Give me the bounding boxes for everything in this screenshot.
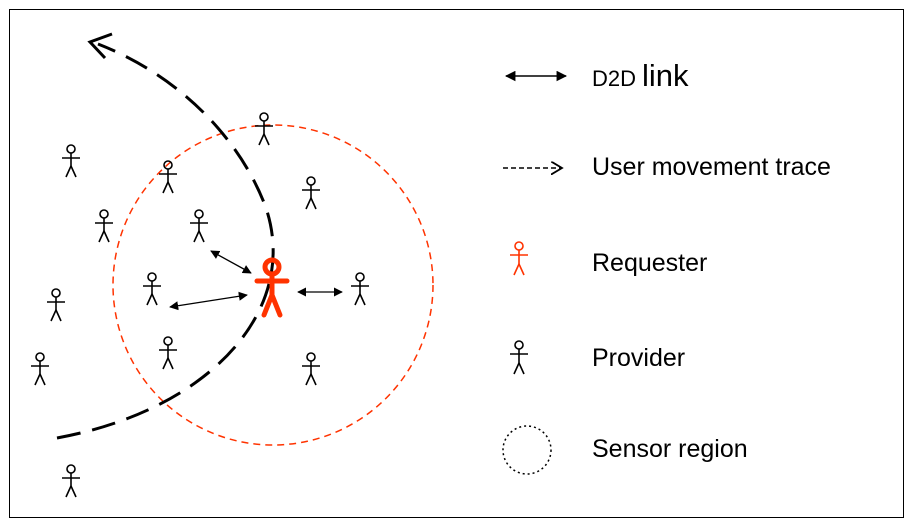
legend-requester-label: Requester: [592, 249, 708, 277]
provider-figure: [159, 336, 177, 370]
provider-figure: [351, 272, 369, 306]
requester-figure: [254, 257, 290, 318]
provider-figure: [302, 176, 320, 210]
provider-figure: [62, 144, 80, 178]
provider-figure: [95, 209, 113, 243]
provider-figure: [47, 288, 65, 322]
sensor-region-circle: [112, 124, 434, 446]
legend-sensor-label: Sensor region: [592, 435, 748, 463]
providers-group: [31, 112, 369, 498]
d2d-link: [210, 250, 252, 274]
provider-figure: [62, 464, 80, 498]
legend-provider-icon: [510, 340, 528, 375]
provider-figure: [159, 160, 177, 194]
movement-trace-arrowhead: [87, 32, 113, 60]
legend-provider-label: Provider: [592, 344, 686, 372]
provider-figure: [31, 352, 49, 386]
provider-figure: [143, 272, 161, 306]
provider-figure: [255, 112, 273, 146]
legend-link-word: link: [642, 58, 689, 93]
d2d-link: [169, 291, 248, 311]
legend-requester-icon: [510, 241, 528, 276]
diagram-frame: [9, 9, 904, 518]
user-movement-trace: [56, 42, 275, 440]
legend-sensor-icon: [502, 425, 552, 475]
legend-movement-label: User movement trace: [592, 153, 831, 181]
legend-link-prefix: D2D: [592, 66, 637, 91]
provider-figure: [190, 209, 208, 243]
provider-figure: [302, 352, 320, 386]
